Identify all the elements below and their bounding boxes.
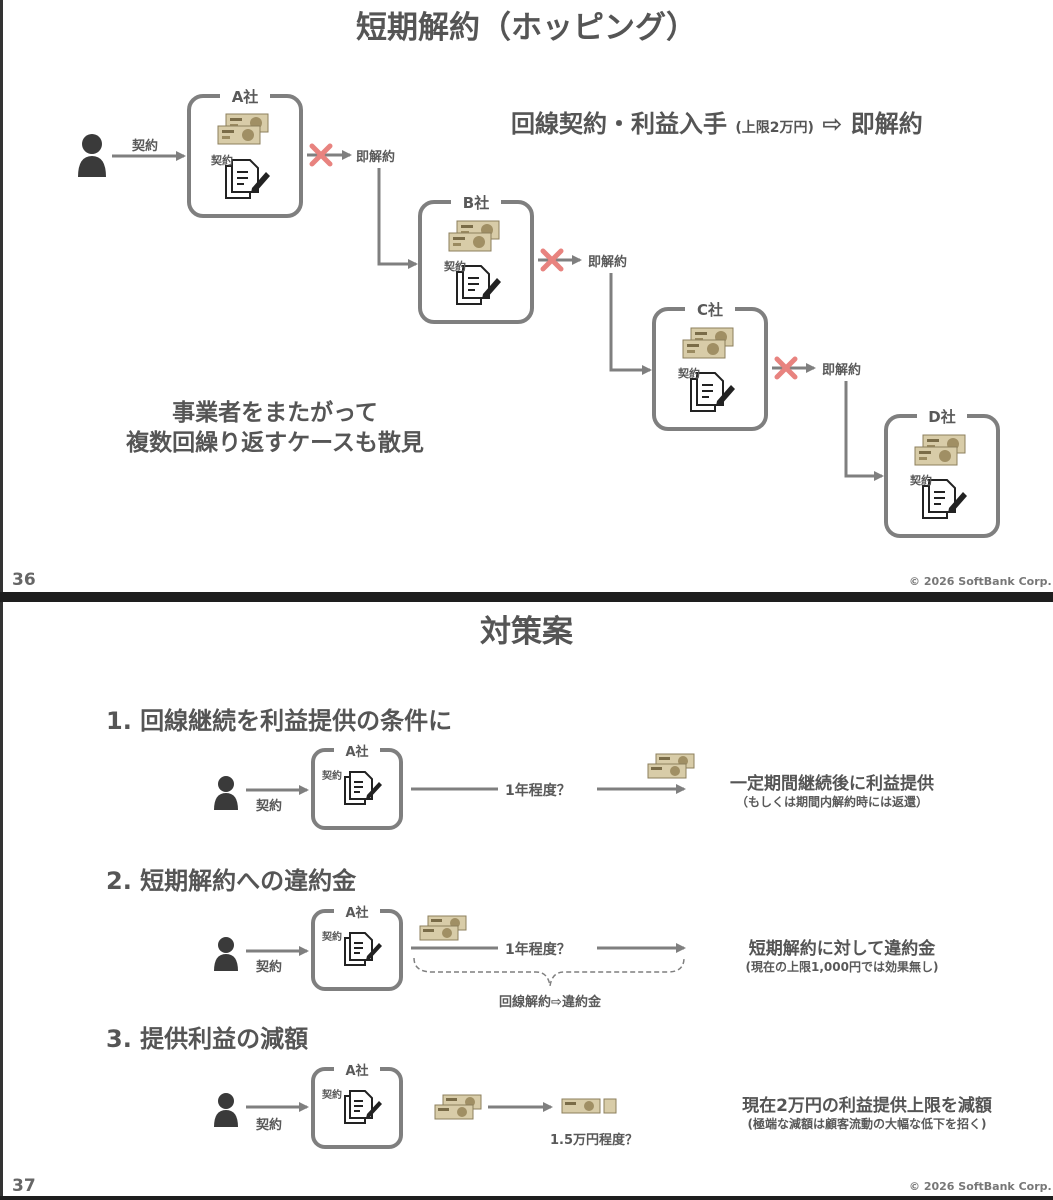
period-label: 1年程度？ [505,942,571,958]
copyright: © 2026 SoftBank Corp. [909,1180,1052,1193]
description-main: 現在2万円の利益提供上限を減額 [742,1096,992,1116]
page-title: 対策案 [480,614,573,650]
person-icon [214,1093,238,1127]
cancel-label-a: 即解約 [356,150,396,165]
banknote-icon [561,1098,601,1114]
banknote-icon [915,435,965,465]
company-name-b: B社 [462,194,490,212]
headline-end: 即解約 [850,110,923,138]
banknote-fraction [603,1098,617,1114]
banknote-icon [449,221,499,251]
description-sub: (極端な減額は顧客流動の大幅な低下を招く) [747,1117,987,1131]
person-icon [78,134,106,177]
penalty-brace [413,957,685,987]
description-main: 短期解約に対して違約金 [748,939,936,959]
banknote-icon [420,916,466,940]
company-name-c: C社 [696,301,723,319]
company-name-a: A社 [231,88,259,106]
doc-label: 契約 [910,474,932,487]
contract-label: 契約 [132,139,159,154]
doc-label: 契約 [322,1090,342,1101]
hop-connector-cd [844,381,884,481]
doc-label: 契約 [322,932,342,943]
note-text: 事業者をまたがって 複数回繰り返すケースも散見 [110,398,440,458]
description-sub: （もしくは期間内解約時には返還） [735,795,928,809]
banknote-icon [683,328,733,358]
banknote-icon [218,114,268,144]
company-name: A社 [345,745,369,760]
headline-main: 回線契約・利益入手 [511,110,727,138]
person-icon [214,937,238,971]
item-heading-3: 3. 提供利益の減額 [106,1025,309,1053]
brace-label: 回線解約⇨違約金 [499,995,601,1010]
contract-label: 契約 [256,799,283,814]
copyright: © 2026 SoftBank Corp. [909,575,1052,588]
period-label: 1年程度？ [505,783,571,799]
banknote-icon [435,1095,481,1119]
hop-connector-bc [609,273,652,375]
cancel-label-b: 即解約 [588,255,628,270]
item-heading-2: 2. 短期解約への違約金 [106,867,357,895]
company-name: A社 [345,1064,369,1079]
slide-37: 対策案 1. 回線継続を利益提供の条件に A社 契約 契約 1年程度？ 一定期間… [0,602,1053,1196]
doc-label: 契約 [211,154,233,167]
contract-label: 契約 [256,1118,283,1133]
item-heading-1: 1. 回線継続を利益提供の条件に [106,707,453,735]
note-line-1: 事業者をまたがって [172,400,378,426]
company-name-d: D社 [928,408,956,426]
banknote-icon [648,754,694,778]
contract-label: 契約 [256,960,283,975]
person-icon [214,776,238,810]
reduced-amount-label: 1.5万円程度？ [550,1133,639,1148]
page-title: 短期解約（ホッピング） [356,10,697,46]
doc-label: 契約 [444,260,466,273]
doc-label: 契約 [322,771,342,782]
hop-connector-ab [377,168,418,269]
headline: 回線契約・利益入手 (上限2万円) ⇨ 即解約 [511,104,923,139]
cancel-label-c: 即解約 [822,363,862,378]
description-main: 一定期間継続後に利益提供 [730,774,934,794]
headline-arrow: ⇨ [822,110,843,138]
doc-label: 契約 [678,367,700,380]
description-sub: (現在の上限1,000円では効果無し) [745,960,939,974]
slide-number: 37 [12,1176,36,1196]
slide-37-diagram [214,741,1053,1149]
slide-number: 36 [12,570,36,590]
headline-small: (上限2万円) [735,120,814,136]
company-name: A社 [345,906,369,921]
slide-36-diagram [78,86,1000,538]
note-line-2: 複数回繰り返すケースも散見 [126,430,424,456]
slide-36: 短期解約（ホッピング） 回線契約・利益入手 (上限2万円) ⇨ 即解約 契約 A… [0,0,1053,592]
